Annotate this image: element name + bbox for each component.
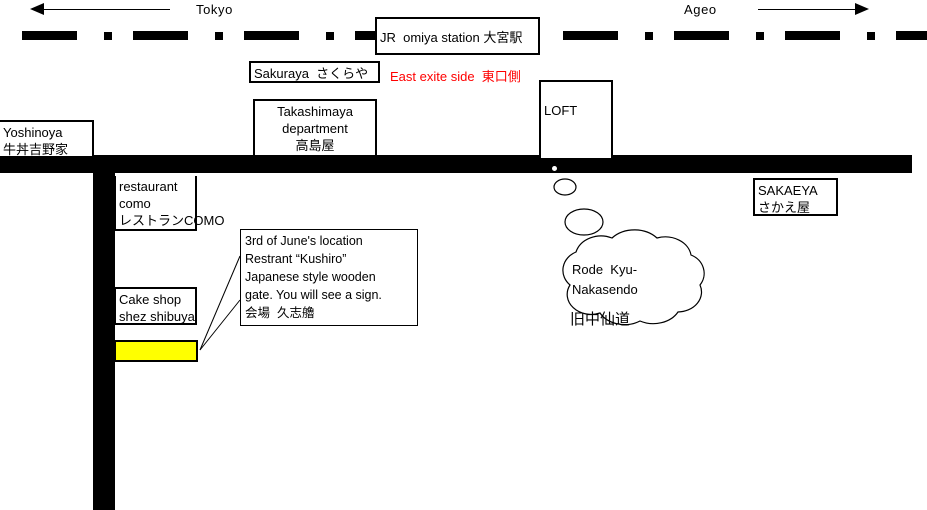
landmark-jr-omiya-station[interactable]: JR omiya station 大宮駅 xyxy=(375,17,540,55)
landmark-sakuraya[interactable]: Sakuraya さくらや xyxy=(249,61,380,83)
cloud-shape-icon xyxy=(553,178,705,326)
landmark-takashimaya[interactable]: Takashimaya department 高島屋 xyxy=(253,99,377,157)
cloud-label-jp: 旧中仙道 xyxy=(570,311,631,328)
thought-cloud-old-nakasendo: Rode Kyu- Nakasendo 旧中仙道 xyxy=(530,175,730,355)
right-arrow-icon xyxy=(855,3,869,15)
left-arrow-icon xyxy=(30,3,44,15)
venue-note-box[interactable]: 3rd of June's location Restrant “Kushiro… xyxy=(240,229,418,326)
left-arrow-line xyxy=(42,9,170,10)
station-east-exit-note: East exite side 東口側 xyxy=(390,69,521,84)
side-road-vertical xyxy=(93,155,115,510)
landmark-sakaeya[interactable]: SAKAEYA さかえ屋 xyxy=(753,178,838,216)
landmark-restaurant-como[interactable]: restaurant como レストランCOMO xyxy=(114,176,224,231)
direction-label-ageo: Ageo xyxy=(684,2,717,17)
right-arrow-line xyxy=(758,9,858,10)
direction-label-tokyo: Tokyo xyxy=(196,2,233,17)
landmark-loft[interactable]: LOFT xyxy=(539,80,613,160)
cloud-label-en: Rode Kyu- Nakasendo xyxy=(572,262,638,297)
road-marker-dot xyxy=(552,166,557,171)
main-road-horizontal xyxy=(0,155,912,173)
landmark-cake-shop-shez-shibuya[interactable]: Cake shop shez shibuya xyxy=(114,287,197,325)
landmark-yoshinoya[interactable]: Yoshinoya 牛丼吉野家 xyxy=(0,120,94,158)
venue-highlight-marker[interactable] xyxy=(114,340,198,362)
